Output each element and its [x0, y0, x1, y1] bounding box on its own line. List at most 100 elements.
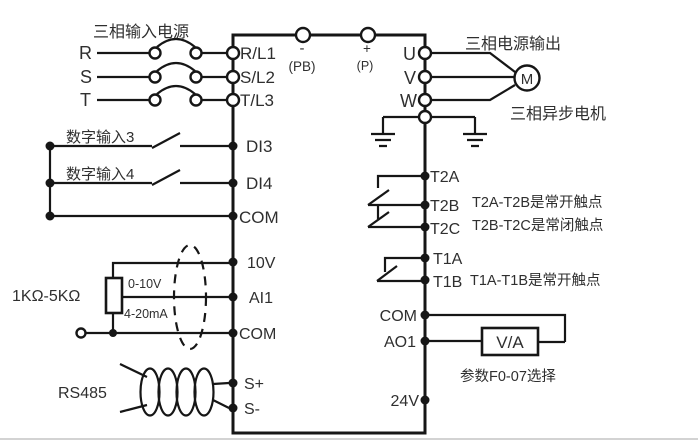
- twisted-pair-loop-icon: [193, 367, 215, 417]
- t2-closed-note: T2B-T2C是常闭触点: [472, 217, 603, 234]
- analog-output-circuit: [425, 313, 567, 357]
- t2-nc-contact-arm-icon: [367, 211, 390, 228]
- box-terminals: [225, 26, 433, 413]
- junction-dot: [45, 178, 55, 188]
- t1-open-note: T1A-T1B是常开触点: [470, 272, 601, 289]
- three-phase-input-circuit: [97, 37, 229, 107]
- terminal-v: [417, 69, 433, 85]
- dc-plus-sign: +: [363, 41, 371, 56]
- twisted-pair-leads: [212, 381, 230, 409]
- analog-input-circuit: [75, 243, 229, 351]
- terminal-pb: [294, 26, 312, 44]
- twisted-pair-loop-icon: [139, 367, 161, 417]
- meter-wires: [425, 313, 567, 344]
- dc-minus-sign: -: [300, 40, 305, 57]
- terminal-label-s-plus: S+: [244, 376, 264, 393]
- terminal-label-t2b: T2B: [430, 198, 459, 215]
- relay-t2-circuit: [367, 174, 425, 229]
- terminal-t2b: [420, 200, 430, 210]
- junction-dot: [45, 211, 55, 221]
- terminal-u: [417, 45, 433, 61]
- phase-u-wire: [431, 51, 516, 73]
- cable-shield-icon: [172, 243, 208, 351]
- terminal-label-com2: COM: [239, 326, 276, 343]
- output-power-title: 三相电源输出: [465, 35, 561, 53]
- terminal-s-plus: [228, 378, 238, 388]
- breaker-contact: [189, 70, 203, 84]
- phase-t-label: T: [80, 90, 91, 110]
- terminal-label-di3: DI3: [246, 137, 272, 156]
- inverter-body: [231, 33, 427, 435]
- motor-caption: 三相异步电机: [510, 105, 606, 123]
- terminal-com3: [420, 310, 430, 320]
- relay-t1-circuit: [376, 256, 425, 283]
- junction-dot: [45, 141, 55, 151]
- terminal-s-minus: [228, 403, 238, 413]
- breaker-arc-s: [156, 61, 196, 72]
- t2a-contact-wire: [376, 174, 425, 188]
- breaker-contact: [148, 93, 162, 107]
- dc-plus-name: (P): [357, 59, 374, 73]
- voltage-range-label: 0-10V: [128, 277, 162, 291]
- t2-no-contact-arm-icon: [367, 189, 390, 206]
- breaker-contact: [148, 46, 162, 60]
- terminal-label-u: U: [403, 44, 416, 64]
- terminal-label-t2a: T2A: [430, 169, 460, 186]
- twisted-pair-loop-icon: [157, 367, 179, 417]
- di3-switch-icon: [151, 132, 181, 149]
- earth-icon: [463, 132, 487, 148]
- terminal-r-l1: [225, 45, 241, 61]
- twisted-pair-loop-icon: [175, 367, 197, 417]
- digital-input-circuit: [45, 132, 229, 221]
- di3-source-label: 数字输入3: [66, 129, 134, 146]
- terminal-ao1: [420, 336, 430, 346]
- terminal-label-ai1: AI1: [249, 290, 273, 307]
- terminal-com2: [228, 328, 238, 338]
- terminal-24v: [420, 395, 430, 405]
- terminal-label-di4: DI4: [246, 174, 272, 193]
- ao1-parameter-note: 参数F0-07选择: [460, 368, 556, 385]
- di4-source-label: 数字输入4: [66, 166, 134, 183]
- t1a-contact-wire: [383, 256, 425, 272]
- pot-10v-wire: [111, 261, 229, 278]
- labels: 三相输入电源 R S T R/L1 S/L2 T/L3 - (PB) + (P)…: [12, 23, 606, 418]
- dc-minus-name: (PB): [289, 59, 316, 74]
- terminal-10v: [228, 257, 238, 267]
- phase-w-wire: [431, 84, 516, 102]
- di4-switch-icon: [151, 169, 181, 186]
- motor-symbol: [513, 64, 541, 92]
- motor-output-circuit: [431, 51, 541, 102]
- terminal-t2a: [420, 171, 430, 181]
- terminal-label-t1a: T1A: [433, 251, 463, 268]
- terminal-label-s-l2: S/L2: [240, 68, 275, 87]
- phase-r-label: R: [79, 43, 92, 63]
- breaker-contact: [189, 93, 203, 107]
- breaker-arc-r: [156, 37, 196, 48]
- current-range-label: 4-20mA: [124, 307, 168, 321]
- terminal-label-s-minus: S-: [244, 401, 260, 418]
- terminal-label-t-l3: T/L3: [240, 91, 274, 110]
- rs485-circuit: [119, 363, 230, 417]
- terminal-label-w: W: [400, 91, 417, 111]
- terminal-di4: [228, 178, 238, 188]
- junction-dot: [109, 329, 117, 337]
- terminal-com: [228, 211, 238, 221]
- terminal-label-10v: 10V: [247, 255, 276, 272]
- potentiometer-icon: [104, 276, 124, 315]
- terminal-label-24v: 24V: [391, 393, 420, 410]
- terminal-label-v: V: [404, 68, 416, 88]
- terminal-p: [359, 26, 377, 44]
- rs485-label: RS485: [58, 385, 107, 402]
- t2-open-note: T2A-T2B是常开触点: [472, 194, 603, 211]
- terminal-di3: [228, 141, 238, 151]
- terminal-ground: [417, 109, 433, 125]
- terminal-label-ao1: AO1: [384, 334, 416, 351]
- earth-icon: [371, 132, 395, 148]
- terminal-label-t1b: T1B: [433, 274, 462, 291]
- terminal-t1a: [420, 253, 430, 263]
- terminal-t1b: [420, 275, 430, 285]
- terminal-label-t2c: T2C: [430, 221, 460, 238]
- terminal-label-com: COM: [239, 208, 279, 227]
- terminal-t2c: [420, 222, 430, 232]
